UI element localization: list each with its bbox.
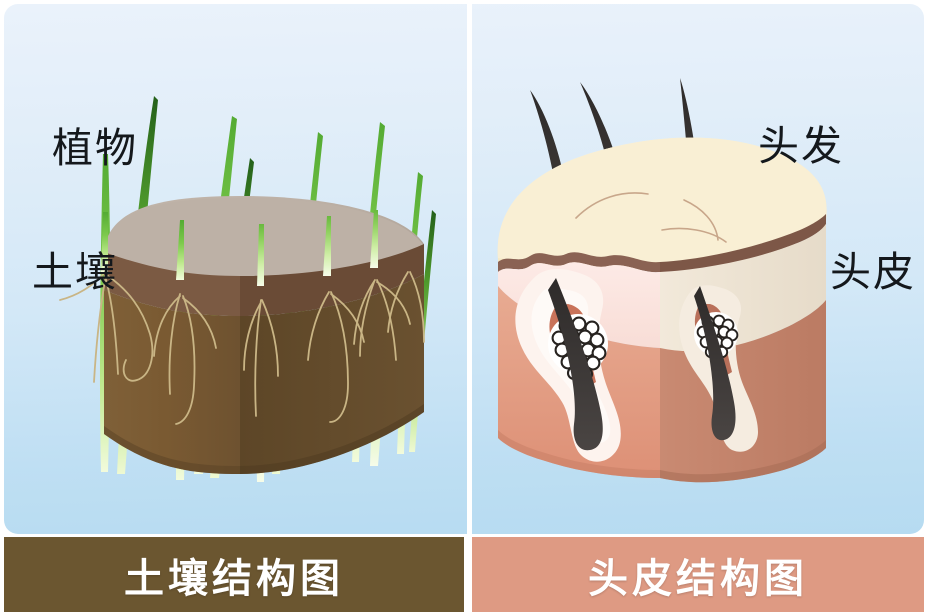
stratum-line-front xyxy=(498,252,660,273)
skin-wrinkles xyxy=(575,192,727,243)
illustration-area: 植物 土壤 头发 头皮 xyxy=(4,4,924,534)
stratum-line-side xyxy=(660,214,826,274)
hair-follicle-left xyxy=(515,269,621,462)
hair-shaft xyxy=(548,278,603,451)
label-soil: 土壤 xyxy=(32,248,118,296)
panel-scalp xyxy=(470,4,924,534)
caption-bar-soil: 土壤结构图 xyxy=(4,537,464,612)
panel-divider xyxy=(467,4,472,534)
soil-humus-front xyxy=(104,252,240,316)
hair-shaft xyxy=(694,286,736,441)
caption-scalp-text: 头皮结构图 xyxy=(588,555,808,602)
label-plant: 植物 xyxy=(52,124,138,172)
hair-follicle-right xyxy=(679,285,758,452)
label-scalp: 头皮 xyxy=(830,248,916,296)
soil-body-front xyxy=(104,290,240,474)
soil-body-side xyxy=(240,274,424,474)
soil-diagram xyxy=(59,96,436,482)
soil-roots xyxy=(59,271,425,425)
scalp-diagram xyxy=(497,78,827,483)
panel-soil xyxy=(4,4,468,534)
label-hair: 头发 xyxy=(758,122,844,170)
caption-bar-scalp: 头皮结构图 xyxy=(472,537,924,612)
grass-stubs xyxy=(101,210,378,286)
caption-soil-text: 土壤结构图 xyxy=(124,555,344,602)
